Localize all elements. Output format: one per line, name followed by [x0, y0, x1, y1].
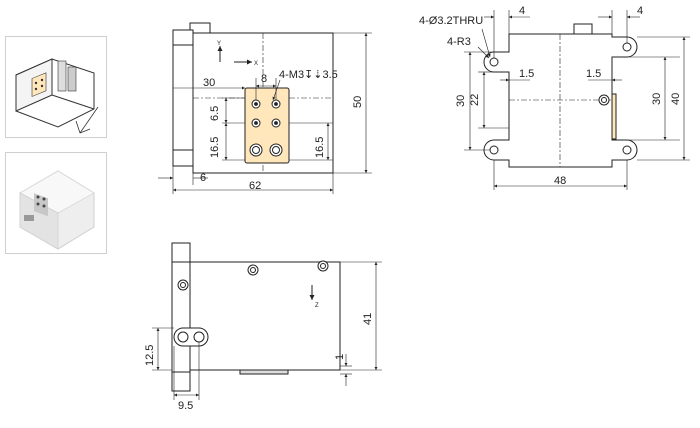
- side-screw: [247, 264, 259, 276]
- front-view-dimensions: [158, 32, 372, 194]
- dim-1: 1: [334, 354, 346, 360]
- front-view: [172, 22, 334, 174]
- dim-9-5: 9.5: [178, 400, 193, 412]
- thru-hole: [489, 57, 499, 67]
- dim-12-5: 12.5: [144, 345, 156, 366]
- dim-41: 41: [362, 313, 374, 325]
- thread-note: 4-M3↧⇣3.5: [279, 69, 338, 81]
- back-view: [483, 23, 638, 168]
- dim-30-front: 30: [203, 77, 215, 89]
- counterbore-hole: [269, 143, 283, 157]
- thru-hole: [622, 42, 632, 52]
- dim-50: 50: [352, 96, 364, 108]
- dim-40: 40: [670, 93, 682, 105]
- dim-4-left: 4: [519, 5, 525, 17]
- hole-note: 4-Ø3.2THRU: [419, 15, 483, 27]
- dim-1-5-right: 1.5: [586, 68, 601, 80]
- dim-16-5-left: 16.5: [209, 137, 221, 158]
- adjust-knob: [598, 94, 610, 106]
- axis-z-label: Z: [315, 303, 319, 309]
- axis-x-label: X: [254, 61, 258, 67]
- dim-62: 62: [249, 180, 261, 192]
- dim-30-back-right: 30: [651, 93, 663, 105]
- dim-1-5-left: 1.5: [519, 68, 534, 80]
- side-screw: [317, 260, 329, 272]
- counterbore-hole: [249, 143, 263, 157]
- thru-hole: [622, 145, 632, 155]
- side-screw: [177, 279, 189, 291]
- dim-6: 6: [200, 172, 206, 184]
- dim-30-back-left: 30: [455, 95, 467, 107]
- back-view-dimensions: [464, 10, 690, 190]
- dim-4-right: 4: [637, 5, 643, 17]
- radius-note: 4-R3: [447, 36, 471, 48]
- dim-6-5: 6.5: [209, 106, 221, 121]
- side-view-dimensions: [152, 261, 382, 400]
- dim-22: 22: [469, 94, 481, 106]
- axis-y-label: Y: [217, 41, 221, 47]
- dim-8: 8: [261, 73, 267, 85]
- dim-48: 48: [554, 175, 566, 187]
- isometric-line-thumbnail: [5, 36, 107, 138]
- dim-16-5-right: 16.5: [314, 137, 326, 158]
- product-photo-thumbnail: [5, 152, 107, 254]
- thru-hole: [489, 145, 499, 155]
- side-view: [171, 242, 341, 392]
